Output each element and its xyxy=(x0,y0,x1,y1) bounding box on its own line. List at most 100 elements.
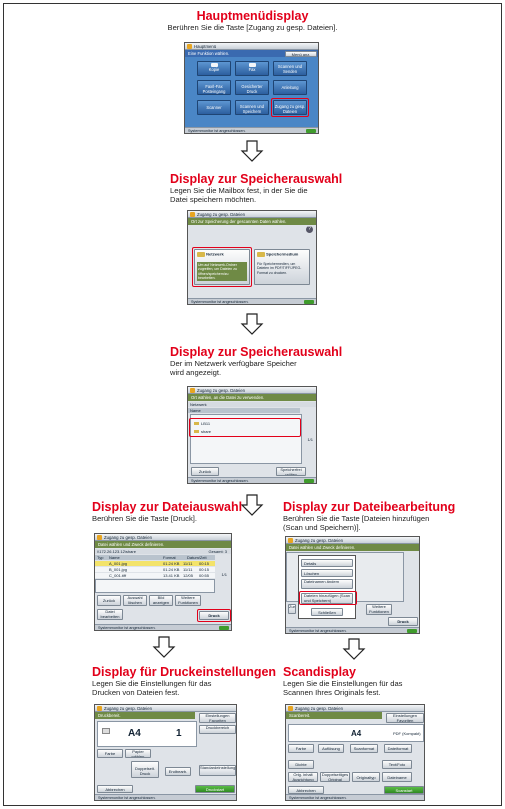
tile-copy[interactable]: Kopie xyxy=(197,61,231,76)
color-select-button[interactable]: Farbe wählen xyxy=(97,749,123,758)
print-button[interactable]: Druck xyxy=(199,611,229,620)
favorites-button[interactable]: Einstellungen Favoriten xyxy=(386,713,424,723)
paper-select-button[interactable]: Papier wählen xyxy=(125,749,151,758)
tile-secure-print[interactable]: Gesicherter Druck xyxy=(235,80,269,95)
highlight-network xyxy=(192,247,252,287)
resolution-button[interactable]: Auflösung xyxy=(318,744,344,753)
step-description-line: Der im Netzwerk verfügbare Speicher xyxy=(170,359,297,368)
step-description-line: wird angezeigt. xyxy=(170,368,222,377)
edit-file-button[interactable]: Datei bearbeiten xyxy=(97,609,123,620)
network-note: Um auf Netzwerk-Ordner zugreifen, um Dat… xyxy=(197,262,247,281)
network-button[interactable]: Netzwerk Um auf Netzwerk-Ordner zugreife… xyxy=(194,249,250,285)
tile-scan-send[interactable]: Scannen und Senden xyxy=(273,61,307,76)
delete-button[interactable]: Löschen xyxy=(301,569,353,577)
screen-status: Systemmonitor ist angeschlossen. xyxy=(185,127,318,133)
duplex-original-button[interactable]: Doppelseitiges Original xyxy=(320,772,350,782)
table-row[interactable]: B_001.jpg 01.24 KB 11/11 00:15 xyxy=(95,567,215,572)
scan-size-button[interactable]: Scanformat xyxy=(350,744,378,753)
list-item[interactable]: share xyxy=(191,429,301,434)
step-file-select: Display zur Dateiauswahl Berühren Sie di… xyxy=(92,500,252,523)
print-range-button[interactable]: Druckbereich xyxy=(199,725,236,734)
folder-icon xyxy=(97,706,102,711)
duplex-print-button[interactable]: Doppelseit. Druck xyxy=(131,761,159,778)
cancel-button[interactable]: Abbrechen xyxy=(97,785,133,793)
storage-media-button[interactable]: Speichermedium Für Speichermedien, um Da… xyxy=(254,249,310,285)
file-select-screen: Zugang zu gesp. Dateien Datei wählen und… xyxy=(94,533,232,631)
step-title: Hauptmenüdisplay xyxy=(196,9,309,23)
file-format-button[interactable]: Dateiformat xyxy=(384,744,412,753)
tile-access-stored-files[interactable]: Zugang zu gesp. Dateien xyxy=(273,100,307,115)
color-select-button[interactable]: Farbe wählen xyxy=(288,744,314,753)
print-button[interactable]: Druck xyxy=(388,617,418,626)
step-description-line: Berühren Sie die Taste [Dateien hinzufüg… xyxy=(283,514,430,523)
flow-arrow xyxy=(240,494,264,516)
show-image-button[interactable]: Bild anzeigen xyxy=(149,595,173,606)
step-main-menu: Hauptmenüdisplay Berühren Sie die Taste … xyxy=(150,9,355,32)
tile-scan-store[interactable]: Scannen und Speichern xyxy=(235,100,269,115)
highlight-add-files xyxy=(299,591,357,605)
back-button[interactable]: Zurück xyxy=(191,467,219,476)
step-title: Scandisplay xyxy=(283,665,356,679)
finishing-button[interactable]: Endbearb. xyxy=(165,767,191,776)
tile-fax-inbox[interactable]: Fax/I-Fax Posteingang xyxy=(197,80,231,95)
step-description-line: Legen Sie die Mailbox fest, in der Sie d… xyxy=(170,186,308,195)
ok-indicator xyxy=(304,300,314,304)
ok-indicator xyxy=(304,479,314,483)
clear-selection-button[interactable]: Auswahl löschen xyxy=(123,595,147,606)
storage-media-note: Für Speichermedien, um Dateien im PDF/TI… xyxy=(257,262,302,275)
more-functions-button[interactable]: Weitere Funktionen xyxy=(366,604,392,615)
ok-indicator xyxy=(219,626,229,630)
highlight-print xyxy=(197,609,231,622)
rename-button[interactable]: Dateinamen ändern xyxy=(301,579,353,589)
tile-fax[interactable]: Fax xyxy=(235,61,269,76)
orientation-button[interactable]: Orig. inhalt Ausrichtung xyxy=(288,772,318,782)
step-description-line: Drucken von Dateien fest. xyxy=(92,688,180,697)
flow-arrow xyxy=(152,636,176,658)
more-functions-button[interactable]: Weitere Funktionen xyxy=(175,595,201,606)
tile-scanner[interactable]: Scanner xyxy=(197,100,231,115)
original-type-button[interactable]: Originaltyp xyxy=(352,772,380,782)
file-edit-screen: Zugang zu gesp. Dateien Datei wählen und… xyxy=(285,536,420,634)
step-storage-select-2: Display zur Speicherauswahl Der im Netzw… xyxy=(170,345,390,377)
tile-guide[interactable]: Anleitung xyxy=(273,80,307,95)
close-button[interactable]: Schließen xyxy=(311,608,343,616)
copies-count: 1 xyxy=(176,728,182,739)
screen-header: Zugang zu gesp. Dateien xyxy=(95,705,236,712)
screen-header: Zugang zu gesp. Dateien xyxy=(95,534,231,541)
back-button[interactable]: Zurück xyxy=(97,595,121,606)
paper-size: A4 xyxy=(351,729,362,738)
file-name-button[interactable]: Dateiname xyxy=(382,772,412,782)
scan-start-button[interactable]: Scanstart xyxy=(384,786,424,794)
step-file-edit: Display zur Dateibearbeitung Berühren Si… xyxy=(283,500,493,532)
cancel-button[interactable]: Abbrechen xyxy=(288,786,324,794)
storage-media-icon xyxy=(257,252,265,257)
help-icon[interactable]: ? xyxy=(306,226,313,233)
favorites-button[interactable]: Einstellungen Favoriten xyxy=(199,713,236,723)
screen-header: Zugang zu gesp. Dateien xyxy=(286,537,419,544)
folder-icon xyxy=(194,430,199,433)
list-item[interactable]: LB11 xyxy=(191,421,301,426)
step-description: Berühren Sie die Taste [Druck]. xyxy=(92,514,197,523)
copy-icon xyxy=(210,63,218,67)
page-indicator: 1/1 xyxy=(307,437,313,442)
details-button[interactable]: Details xyxy=(301,559,353,567)
menu-display-button[interactable]: Menü anz. xyxy=(285,51,317,57)
flow-arrow xyxy=(240,140,264,162)
text-photo-button[interactable]: Text/Foto xyxy=(382,760,412,769)
default-settings-button[interactable]: Standardeinstellungen xyxy=(199,765,236,776)
scan-screen: Zugang zu gesp. Dateien Scanbereit. Eins… xyxy=(285,704,425,801)
screen-status: Systemmonitor ist angeschlossen. xyxy=(95,794,236,800)
check-free-space-button[interactable]: Speicherfrei prüfen xyxy=(276,467,306,476)
print-start-button[interactable]: Druckstart xyxy=(195,785,235,793)
add-files-button[interactable]: Dateien hinzufügen (Scan und Speichern) xyxy=(301,593,353,604)
screen-subheader: Datei wählen und Zweck definieren. xyxy=(95,541,231,548)
density-button[interactable]: Dichte xyxy=(288,760,314,769)
table-row[interactable]: A_001.jpg 01.24 KB 11/11 00:15 xyxy=(95,561,215,566)
folder-icon xyxy=(288,538,293,543)
step-title: Display zur Speicherauswahl xyxy=(170,345,343,359)
list-empty-area xyxy=(95,579,215,593)
storage-select-screen: Zugang zu gesp. Dateien Ort zur Speicher… xyxy=(187,210,317,305)
table-row[interactable]: C_001.tiff 13.41 KB 12/05 00:55 xyxy=(95,573,215,578)
back-button[interactable]: Zurück xyxy=(288,604,296,614)
